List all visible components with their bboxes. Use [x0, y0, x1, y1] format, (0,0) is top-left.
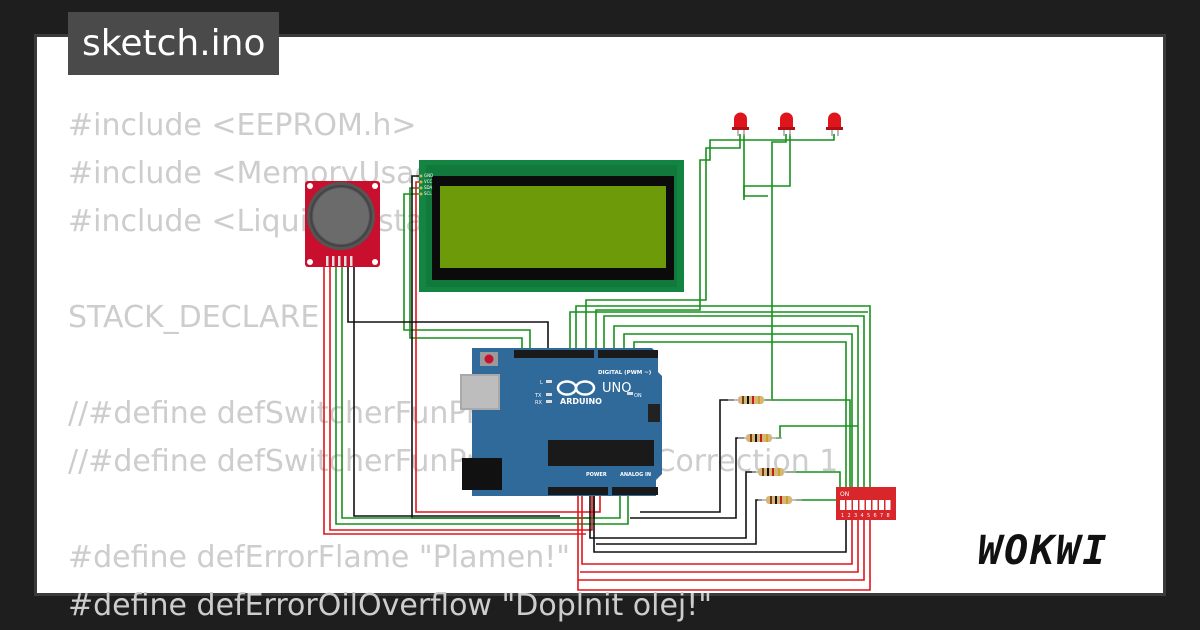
wire-d-d: [623, 333, 853, 490]
led-red-1[interactable]: [732, 112, 749, 136]
wire-led1: [585, 134, 741, 352]
dip-pos-label: 4: [861, 513, 864, 519]
wire-r3-left: [589, 471, 756, 539]
dip-on-label: ON: [840, 491, 849, 498]
wire-led2b: [743, 134, 791, 200]
arduino-logo-icon: [556, 380, 596, 396]
lcd-display[interactable]: GND VCC SDA SCL: [419, 160, 684, 292]
led-red-3[interactable]: [826, 112, 843, 136]
wire-d-a: [575, 305, 871, 490]
arduino-uno-board[interactable]: ARDUINO UNO DIGITAL (PWM ~) POWER ANALOG…: [460, 348, 662, 496]
dip-switch[interactable]: ON 1 2 3 4 5 6 7 8: [836, 487, 896, 520]
arduino-model: UNO: [602, 381, 631, 396]
led-l-label: L: [540, 380, 543, 386]
lcd-pin-vcc: VCC: [424, 179, 433, 184]
wire-dip-5v-1: [581, 492, 853, 565]
wire-lcd-sda: [409, 187, 523, 352]
wire-d-b: [603, 315, 865, 490]
wire-led3: [595, 134, 835, 352]
wire-r1: [766, 399, 851, 490]
on-led-label: ON: [634, 393, 642, 399]
dip-pos-label: 2: [848, 513, 851, 519]
resistor-3[interactable]: [752, 468, 796, 476]
wire-r1-left: [640, 399, 734, 513]
dip-pos-label: 1: [841, 513, 844, 519]
led-red-2[interactable]: [778, 112, 795, 136]
arduino-brand: ARDUINO: [560, 397, 602, 406]
wire-d-f: [569, 311, 868, 352]
dip-pos-label: 8: [887, 513, 890, 519]
joystick-module[interactable]: [305, 181, 380, 267]
wire-joy-red-2: [323, 266, 586, 535]
wire-joy-gnd: [329, 266, 593, 531]
analog-header-label: ANALOG IN: [620, 472, 651, 478]
code-line: #define defErrorFlame "Plamen!": [68, 540, 571, 575]
dip-pos-label: 3: [854, 513, 857, 519]
dip-pos-label: 7: [880, 513, 883, 519]
wire-d-c: [613, 325, 859, 490]
lcd-pin-gnd: GND: [424, 173, 433, 178]
led-tx-label: TX: [534, 393, 542, 399]
code-line: #include <EEPROM.h>: [68, 108, 417, 143]
wire-dip-5v-4: [577, 492, 871, 591]
wire-r3: [786, 471, 841, 490]
wokwi-logo: WOKWI: [978, 528, 1109, 574]
resistor-4[interactable]: [758, 496, 802, 504]
lcd-pin-sda: SDA: [424, 185, 433, 190]
wire-joy-vcc: [335, 266, 629, 525]
file-name-tab[interactable]: sketch.ino: [68, 12, 280, 75]
resistor-2[interactable]: [738, 434, 782, 442]
dip-pos-label: 5: [867, 513, 870, 519]
led-rx-label: RX: [535, 400, 542, 406]
code-line: #define defErrorOilOverflow "Doplnit ole…: [68, 588, 713, 623]
wire-dip-gnd: [593, 492, 847, 553]
wire-dip-5v-2: [580, 520, 859, 573]
power-header-label: POWER: [586, 472, 607, 478]
wire-lcd-scl: [403, 193, 531, 352]
wire-joy-vert: [341, 266, 621, 519]
wire-d-e: [633, 341, 847, 490]
dip-switch-toggles[interactable]: [840, 500, 891, 510]
wire-lcd-vcc: [415, 181, 601, 513]
wire-joy-horz: [347, 266, 549, 352]
digital-header-label: DIGITAL (PWM ~): [598, 370, 652, 376]
resistor-1[interactable]: [728, 396, 772, 404]
lcd-pins: GND VCC SDA SCL: [419, 173, 433, 196]
wire-led2: [758, 134, 787, 401]
wire-dip-5v-3: [578, 520, 865, 581]
wires: [323, 134, 871, 591]
code-line: STACK_DECLARE: [68, 300, 320, 335]
wire-joy-sel: [353, 266, 560, 517]
lcd-pin-scl: SCL: [424, 191, 432, 196]
dip-pos-label: 6: [874, 513, 877, 519]
